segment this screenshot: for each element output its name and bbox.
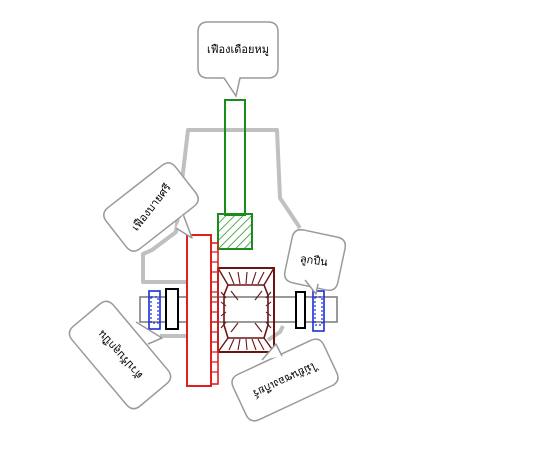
- gear-housing-outline: [141, 128, 302, 345]
- pinion-gear-teeth: [217, 213, 253, 250]
- differential-carrier: [217, 267, 275, 353]
- label-bearing: ลูกปืน: [299, 252, 329, 269]
- right-bearing: [312, 290, 325, 332]
- callout-pinion-gear: เฟืองเดือยหมู: [197, 21, 279, 98]
- axle-shaft: [139, 296, 338, 323]
- left-bearing: [148, 290, 161, 330]
- left-bearing-adjuster: [165, 288, 179, 330]
- pinion-shaft: [224, 99, 246, 216]
- crown-gear: [186, 234, 219, 387]
- callout-bearing: ลูกปืน: [283, 228, 347, 295]
- callout-bearing-adjuster: ตัวปรับลูกปืน: [68, 300, 172, 410]
- callout-housing-support: ไม้ยันซองเกียร์: [231, 338, 339, 422]
- callout-crown-gear: เฟืองบายศรี: [103, 162, 199, 252]
- label-pinion-gear: เฟืองเดือยหมู: [207, 43, 269, 56]
- gear-housing-right-segment: [266, 325, 285, 342]
- right-spacer: [295, 291, 306, 329]
